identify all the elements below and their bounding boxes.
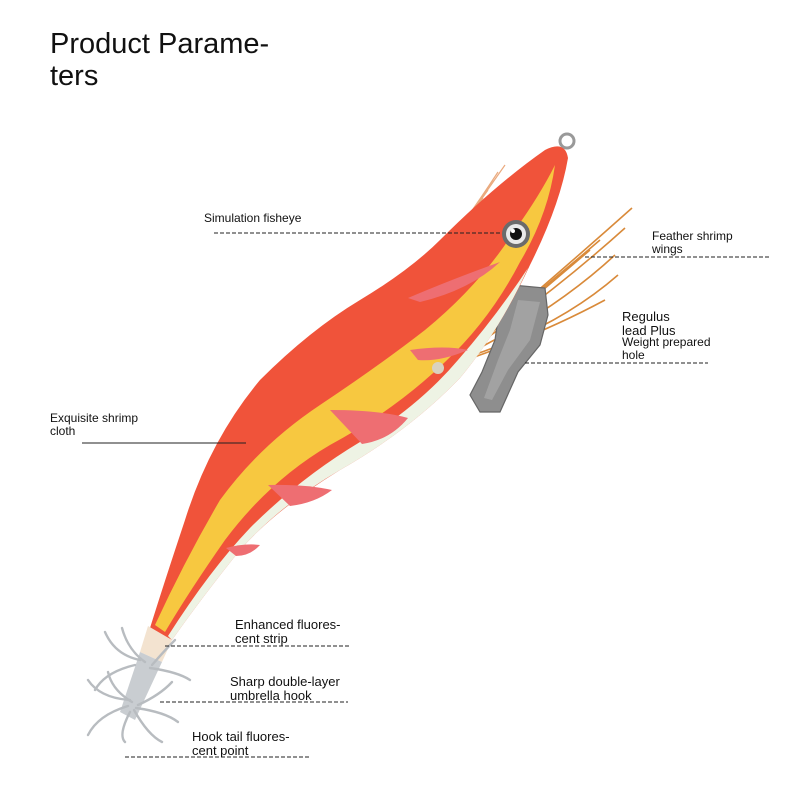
label-hook-tail-fluorescent-point: Hook tail fluores- cent point [192,729,290,758]
lead-weight-shade [484,300,540,400]
pink-fins [226,262,500,556]
lure-belly-glow [168,268,528,640]
page-title: Product Parame- ters [50,28,270,92]
collar-bead [432,362,444,374]
label-feather-shrimp-wings: Feather shrimp wings [652,229,733,256]
label-regulus-lead-plus: Regulus lead Plus [622,309,676,338]
lure-yellow-stripe [155,165,555,632]
line-eye-ring [558,132,576,150]
fisheye [502,220,530,248]
label-sharp-umbrella-hook: Sharp double-layer umbrella hook [230,674,340,703]
label-simulation-fisheye: Simulation fisheye [204,211,302,225]
label-exquisite-shrimp-cloth: Exquisite shrimp cloth [50,411,139,438]
umbrella-hook [86,626,192,744]
leader-lines [82,232,770,758]
label-weight-prepared-hole: Weight prepared hole [622,335,711,362]
label-enhanced-fluorescent-strip: Enhanced fluores- cent strip [235,617,341,646]
